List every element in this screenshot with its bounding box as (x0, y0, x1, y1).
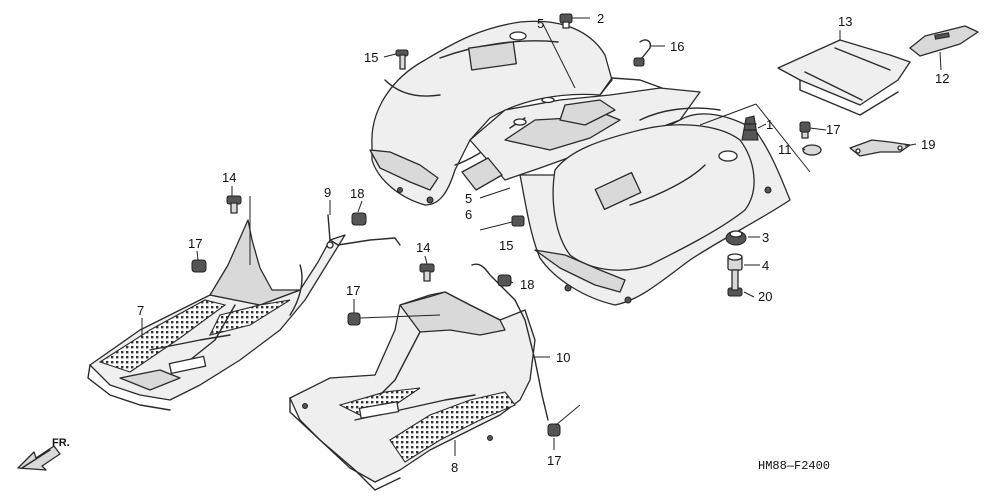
bolt-14-left (226, 195, 242, 214)
front-label: FR. (52, 437, 70, 449)
callout-19: 19 (921, 137, 935, 152)
left-floor-step (87, 219, 346, 411)
callout-17-left: 17 (188, 236, 202, 251)
callout-14-left: 14 (222, 170, 236, 185)
callout-10: 10 (556, 350, 570, 365)
diagram-code: HM88—F2400 (758, 459, 830, 473)
nut-17-left (191, 259, 207, 273)
callout-15-middle: 15 (499, 238, 513, 253)
nut-17-center (347, 312, 361, 326)
callout-1: 1 (766, 117, 773, 132)
right-floor-step (289, 291, 536, 491)
callout-13: 13 (838, 14, 852, 29)
callout-18-lower: 18 (520, 277, 534, 292)
wire-9 (326, 214, 401, 249)
bolt-14-center (419, 263, 435, 282)
leader-lines (141, 17, 942, 456)
bracket-12 (909, 25, 979, 57)
callout-11: 11 (778, 142, 792, 157)
callout-15-top: 15 (364, 50, 378, 65)
callout-labels: 1 2 3 4 5 5 6 7 8 9 10 11 12 13 14 14 15… (137, 11, 949, 475)
callout-20: 20 (758, 289, 772, 304)
callout-18-upper: 18 (350, 186, 364, 201)
callout-4: 4 (762, 258, 769, 273)
bolt-20 (727, 269, 743, 297)
callout-9: 9 (324, 185, 331, 200)
callout-3: 3 (762, 230, 769, 245)
callout-12: 12 (935, 71, 949, 86)
callout-16: 16 (670, 39, 684, 54)
bolt-15-middle (511, 215, 525, 227)
callout-17-center: 17 (346, 283, 360, 298)
callout-8: 8 (451, 460, 458, 475)
front-direction-arrow: FR. (17, 437, 70, 471)
nut-18-upper (351, 212, 367, 226)
nut-17-bottom (547, 423, 561, 437)
collar-4 (727, 253, 743, 271)
rubber-grommet-1 (741, 115, 759, 141)
nut-11 (802, 144, 822, 156)
rear-fender (369, 20, 791, 306)
clip-16 (633, 39, 652, 67)
plate-6 (461, 157, 503, 191)
callout-17-right: 17 (826, 122, 840, 137)
cushion-3 (725, 230, 747, 246)
stay-19 (849, 139, 911, 157)
clip-2 (559, 13, 573, 29)
callout-5-small: 5 (465, 191, 472, 206)
callout-2: 2 (597, 11, 604, 26)
cover-13 (777, 39, 911, 116)
callout-7: 7 (137, 303, 144, 318)
bolt-15-top (395, 49, 409, 70)
callout-5-rear-fender: 5 (537, 16, 544, 31)
nut-17-right (799, 121, 811, 139)
callout-17-bottom: 17 (547, 453, 561, 468)
nut-18-lower (497, 274, 512, 287)
callout-14-center: 14 (416, 240, 430, 255)
callout-6: 6 (465, 207, 472, 222)
rod-10 (471, 263, 549, 421)
